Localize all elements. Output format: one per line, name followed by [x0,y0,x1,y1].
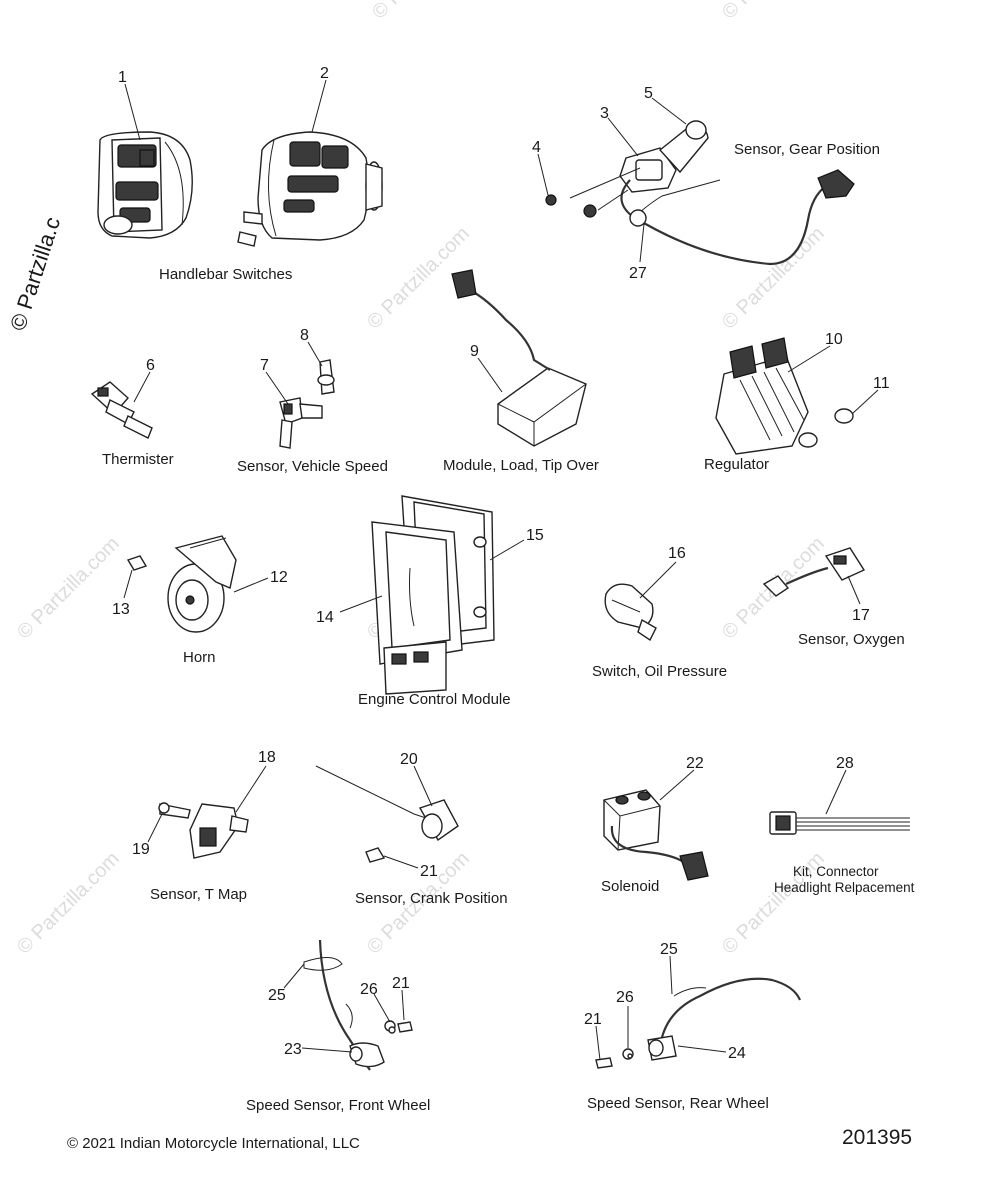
regulator [715,337,854,455]
solenoid [603,789,709,881]
tip-over-module [451,269,587,447]
callout-25: 25 [660,941,678,958]
watermark: © Partzilla.com [13,533,124,644]
caption-handlebar-switches: Handlebar Switches [159,266,292,283]
callout-13: 13 [112,601,130,618]
caption-tip-over: Module, Load, Tip Over [443,457,599,474]
callout-27: 27 [629,265,647,282]
handlebar-switch-left [97,131,193,239]
caption-gear-position: Sensor, Gear Position [734,141,880,158]
callout-20: 20 [400,751,418,768]
callout-21: 21 [392,975,410,992]
watermark: © Partzilla.com [13,848,124,959]
caption-rear-wheel: Speed Sensor, Rear Wheel [587,1095,769,1112]
callout-24: 24 [728,1045,746,1062]
captions: Handlebar Switches Sensor, Gear Position… [102,141,915,1114]
watermark-logo: © Partzilla.c [5,214,65,334]
caption-t-map: Sensor, T Map [150,886,247,903]
callout-19: 19 [132,841,150,858]
engine-control-module [371,495,495,695]
callout-7: 7 [260,357,269,374]
watermark: © Partzilla.com [718,223,829,334]
callout-3: 3 [600,105,609,122]
caption-crank-position: Sensor, Crank Position [355,890,508,907]
crank-position-sensor [315,765,459,863]
front-wheel-speed-sensor [303,939,413,1071]
callout-28: 28 [836,755,854,772]
callout-1: 1 [118,69,127,86]
callout-14: 14 [316,609,334,626]
callout-4: 4 [532,139,541,156]
horn [126,535,237,633]
caption-front-wheel: Speed Sensor, Front Wheel [246,1097,430,1114]
diagram-id: 201395 [842,1126,912,1149]
callout-18: 18 [258,749,276,766]
callout-23: 23 [284,1041,302,1058]
caption-thermister: Thermister [102,451,174,468]
callout-9: 9 [470,343,479,360]
caption-horn: Horn [183,649,216,666]
callout-numbers: 1 2 3 4 5 27 6 8 7 9 10 11 12 13 14 15 1… [112,65,890,1062]
oxygen-sensor [762,547,866,597]
caption-connector-kit: Kit, Connector [793,864,879,879]
callout-21: 21 [420,863,438,880]
callout-15: 15 [526,527,544,544]
connector-kit [769,811,910,835]
callout-26: 26 [360,981,378,998]
rear-wheel-speed-sensor [595,977,802,1069]
callout-5: 5 [644,85,653,102]
vehicle-speed-sensor [279,359,335,449]
caption-ecm: Engine Control Module [358,691,511,708]
t-map-sensor [158,802,249,859]
callout-22: 22 [686,755,704,772]
callout-6: 6 [146,357,155,374]
callout-26: 26 [616,989,634,1006]
watermark: © Partzilla.com [368,0,479,24]
thermister [90,381,153,439]
copyright-text: © 2021 Indian Motorcycle International, … [67,1135,360,1152]
caption-vehicle-speed: Sensor, Vehicle Speed [237,458,388,475]
watermark: © Partzilla.com [718,0,829,24]
caption-regulator: Regulator [704,456,769,473]
oil-pressure-switch [604,583,657,642]
caption-solenoid: Solenoid [601,878,659,895]
callout-8: 8 [300,327,309,344]
callout-2: 2 [320,65,329,82]
callout-12: 12 [270,569,288,586]
callout-17: 17 [852,607,870,624]
footer: © 2021 Indian Motorcycle International, … [67,1126,912,1152]
caption-connector-kit-detail: Headlight Relpacement [774,880,915,895]
handlebar-switch-right [237,131,383,247]
callout-21: 21 [584,1011,602,1028]
callout-16: 16 [668,545,686,562]
callout-10: 10 [825,331,843,348]
callout-25: 25 [268,987,286,1004]
caption-oil-pressure: Switch, Oil Pressure [592,663,727,680]
callout-11: 11 [873,375,890,392]
caption-oxygen: Sensor, Oxygen [798,631,905,648]
gear-position-sensor [545,120,855,266]
leader-lines [123,79,879,1061]
